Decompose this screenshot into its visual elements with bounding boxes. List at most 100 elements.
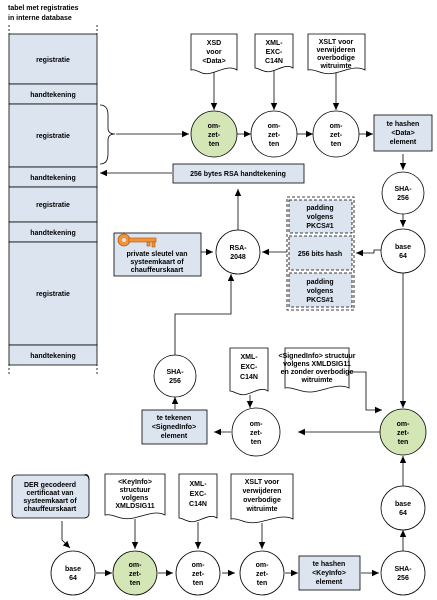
node-sha256-keyinfo: SHA- 256	[380, 550, 426, 596]
node-line: om-	[129, 562, 143, 569]
node-line: ten	[331, 141, 342, 148]
table-title-line-1: tabel met registraties	[8, 5, 79, 12]
box-line: 256 bytes RSA handtekening	[190, 171, 286, 178]
box-line: systeemkaart of	[130, 259, 184, 266]
node-line: ten	[209, 141, 220, 148]
box-hash-bits	[288, 235, 353, 271]
table-row-label: registratie	[36, 133, 70, 140]
node-line: SHA-	[166, 369, 184, 376]
table-row-label: handtekening	[30, 230, 76, 237]
node-omzetten-c14n-top: om- zet- ten	[250, 110, 298, 158]
box-line: padding	[306, 279, 333, 286]
node-line: 2048	[230, 254, 246, 261]
node-line: ten	[257, 580, 268, 587]
node-base64-keyinfo: base 64	[380, 485, 426, 531]
box-hash-keyinfo: te hashen <KeyInfo> element	[298, 555, 361, 591]
node-omzetten-green-top: om- zet- ten	[190, 110, 238, 158]
node-line: om-	[250, 421, 264, 428]
document-der-certificate: DER gecodeerd certificaat van systeemkaa…	[11, 474, 90, 519]
doc-line: XML-	[189, 481, 207, 488]
box-rsa-signature: 256 bytes RSA handtekening	[172, 163, 305, 184]
box-line: te hashen	[387, 121, 420, 128]
document-signedinfo-structure: <SignedInfo> structuur volgens XMLDSIG11…	[278, 347, 356, 393]
doc-line: XSLT voor	[245, 479, 280, 486]
doc-line: overbodige	[243, 497, 281, 504]
selection-brace	[99, 104, 116, 165]
doc-line: verwijderen	[243, 488, 282, 495]
box-padding-top	[288, 199, 353, 234]
box-private-key: private sleutel van systeemkaart of chau…	[113, 232, 202, 277]
node-line: zet-	[192, 571, 205, 578]
node-line: om-	[397, 421, 411, 428]
doc-line: DER gecodeerd	[24, 482, 76, 489]
document-xml-c14n-top: XML- EXC- C14N	[254, 33, 294, 73]
doc-line: XML-	[265, 40, 283, 47]
node-line: base	[395, 244, 411, 251]
node-line: zet-	[250, 430, 263, 437]
node-omzetten-green-bottom: om- zet- ten	[112, 550, 158, 596]
box-line: volgens	[307, 214, 334, 221]
table-row-label: registratie	[36, 57, 70, 64]
node-line: om-	[256, 562, 270, 569]
box-hash-data-element: te hashen <Data> element	[373, 114, 433, 152]
node-omzetten-c14n-bottom: om- zet- ten	[175, 550, 221, 596]
node-line: 256	[397, 575, 409, 582]
doc-line: certificaat van	[26, 490, 73, 497]
doc-line: EXC-	[190, 491, 207, 498]
doc-line: witruimte	[300, 377, 332, 384]
document-keyinfo-structure: <KeyInfo> structuur volgens XMLDSIG11	[104, 473, 166, 520]
doc-line: C14N	[189, 501, 207, 508]
table-row-label: handtekening	[30, 175, 76, 182]
box-line: PKCS#1	[306, 223, 333, 230]
box-line: private sleutel van	[126, 251, 187, 258]
document-xml-c14n-bottom: XML- EXC- C14N	[178, 473, 218, 523]
node-line: zet-	[268, 132, 281, 139]
node-line: ten	[269, 141, 280, 148]
node-line: om-	[192, 562, 206, 569]
node-line: om-	[268, 123, 282, 130]
doc-line: <Data>	[202, 58, 225, 65]
node-line: 256	[397, 195, 409, 202]
node-line: SHA-	[394, 186, 412, 193]
doc-line: EXC-	[266, 49, 283, 56]
document-xml-c14n-mid: XML- EXC- C14N	[229, 347, 269, 396]
node-omzetten-xslt-bottom: om- zet- ten	[239, 550, 285, 596]
table-title-line-2: in interne database	[8, 15, 72, 22]
doc-line: <KeyInfo>	[118, 479, 152, 486]
box-line: volgens	[307, 288, 334, 295]
registry-table: tabel met registraties in interne databa…	[8, 5, 98, 374]
box-line: <Data>	[391, 130, 414, 137]
node-line: base	[395, 501, 411, 508]
node-line: zet-	[129, 571, 142, 578]
doc-line: witruimte	[319, 63, 351, 70]
doc-line: <SignedInfo> structuur	[278, 353, 355, 360]
box-line: padding	[306, 205, 333, 212]
table-row-label: handtekening	[30, 353, 76, 360]
table-row	[8, 344, 98, 366]
doc-line: XSLT voor	[319, 39, 354, 46]
box-line: chauffeurskaart	[131, 267, 184, 274]
doc-line: XML-	[240, 354, 258, 361]
node-line: ten	[251, 439, 262, 446]
node-line: zet-	[208, 132, 221, 139]
box-line: PKCS#1	[306, 297, 333, 304]
table-row-label: handtekening	[30, 92, 76, 99]
node-omzetten-c14n-mid: om- zet- ten	[231, 407, 281, 457]
node-omzetten-xslt-top: om- zet- ten	[312, 110, 360, 158]
doc-line: EXC-	[241, 364, 258, 371]
doc-line: witruimte	[245, 506, 277, 513]
table-row	[8, 186, 98, 223]
node-line: zet-	[330, 132, 343, 139]
node-sha256-signedinfo: SHA- 256	[153, 354, 197, 398]
box-line: te hashen	[313, 561, 346, 568]
box-line: 256 bits hash	[298, 251, 342, 258]
node-line: ten	[193, 580, 204, 587]
box-sign-signedinfo: te tekenen <SignedInfo> element	[141, 409, 208, 445]
box-line: element	[390, 139, 417, 146]
doc-line: XSD	[207, 40, 221, 47]
doc-line: structuur	[120, 487, 151, 494]
doc-line: systeemkaart of	[23, 498, 77, 505]
table-row	[8, 33, 98, 85]
box-line: element	[316, 579, 343, 586]
